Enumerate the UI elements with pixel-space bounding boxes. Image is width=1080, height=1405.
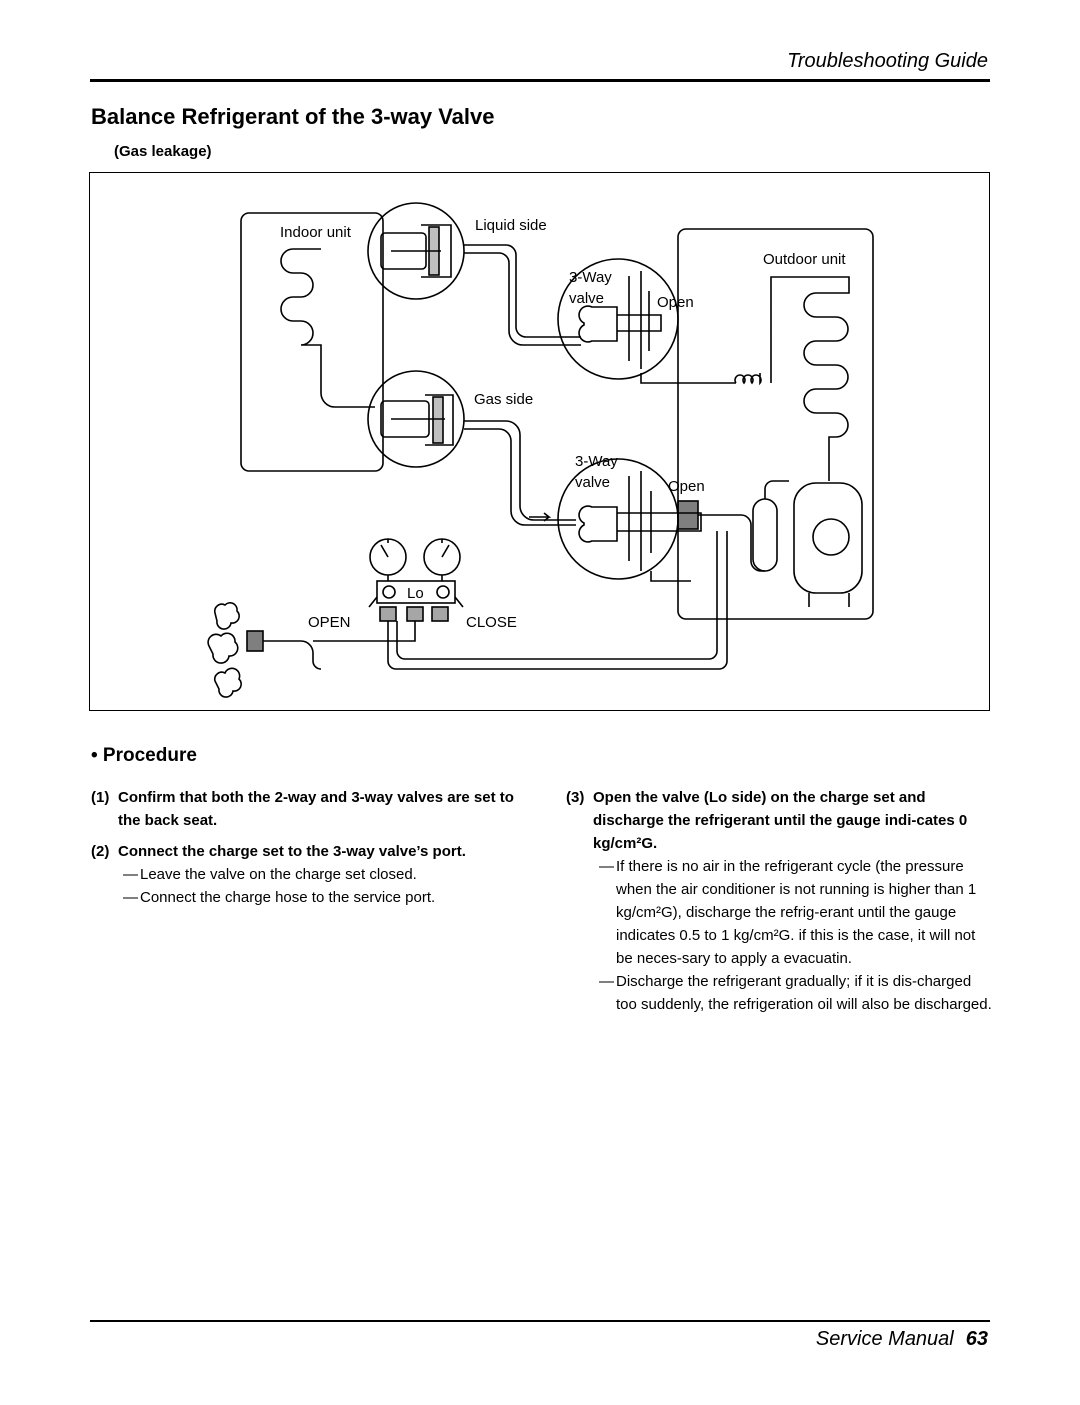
- step-number: (2): [91, 843, 110, 860]
- open-label-2: Open: [668, 478, 705, 495]
- gas-puff-3: [213, 667, 243, 698]
- open-label-1: Open: [657, 294, 694, 311]
- note-text: If there is no air in the refrigerant cy…: [616, 858, 977, 967]
- note-text: Connect the charge hose to the service p…: [140, 889, 436, 906]
- note-dash: —: [599, 858, 614, 875]
- section-header: Troubleshooting Guide: [787, 50, 988, 72]
- indoor-unit-label: Indoor unit: [280, 224, 352, 241]
- capillary-coil: [734, 373, 762, 386]
- outdoor-unit-box: [677, 228, 874, 620]
- outdoor-coil: [770, 276, 850, 481]
- step-number: (1): [91, 789, 110, 806]
- compressor: [793, 482, 863, 594]
- step-text: Connect the charge set to the 3-way valv…: [118, 843, 466, 860]
- footer-rule: [90, 1320, 990, 1322]
- note-dash: —: [123, 866, 138, 883]
- lo-label: Lo: [407, 585, 424, 602]
- procedure-heading: • Procedure: [91, 745, 197, 766]
- step-number: (3): [566, 789, 585, 806]
- note-dash: —: [599, 973, 614, 990]
- page-footer: Service Manual 63: [816, 1328, 988, 1351]
- indoor-unit-box: [240, 212, 384, 472]
- procedure-step: (1) Confirm that both the 2-way and 3-wa…: [91, 786, 521, 832]
- valve-label-2: valve: [575, 474, 610, 491]
- liquid-valve-magnifier: [367, 202, 465, 300]
- hose-fitting: [246, 630, 264, 652]
- charge-hose: [387, 531, 728, 670]
- page-number: 63: [965, 1328, 988, 1350]
- way-label-2: 3-Way: [575, 453, 618, 470]
- liquid-line: [464, 244, 581, 346]
- gas-puff-1: [213, 601, 241, 630]
- step-text: Open the valve (Lo side) on the charge s…: [593, 789, 968, 852]
- procedure-step: (3) Open the valve (Lo side) on the char…: [566, 786, 992, 855]
- gas-line: [464, 420, 576, 526]
- service-hose: [263, 621, 416, 670]
- diagram-subtitle: (Gas leakage): [114, 143, 212, 160]
- close-valve-label: CLOSE: [466, 614, 517, 631]
- step-note: — Connect the charge hose to the service…: [91, 886, 521, 909]
- liquid-3way-magnifier: [557, 258, 679, 380]
- gas-valve-magnifier: [367, 370, 465, 468]
- valve-label-1: valve: [569, 290, 604, 307]
- manifold: [376, 580, 456, 604]
- footer-label: Service Manual: [815, 1328, 954, 1350]
- step-note: — If there is no air in the refrigerant …: [566, 855, 992, 970]
- refrigerant-diagram: Indoor unit Liquid side Outdoor unit 3-W…: [89, 172, 990, 711]
- gas-puff-2: [207, 632, 239, 664]
- procedure-column-right: (3) Open the valve (Lo side) on the char…: [566, 786, 992, 1016]
- open-valve-label: OPEN: [308, 614, 351, 631]
- header-rule: [90, 79, 990, 82]
- step-note: — Leave the valve on the charge set clos…: [91, 863, 521, 886]
- step-note: — Discharge the refrigerant gradually; i…: [566, 970, 992, 1016]
- procedure-step: (2) Connect the charge set to the 3-way …: [91, 840, 521, 863]
- note-text: Discharge the refrigerant gradually; if …: [616, 973, 992, 1013]
- indoor-coil-top: [280, 248, 375, 408]
- page-title: Balance Refrigerant of the 3-way Valve: [91, 104, 495, 129]
- step-text: Confirm that both the 2-way and 3-way va…: [118, 789, 514, 829]
- gas-side-label: Gas side: [474, 391, 533, 408]
- accumulator: [752, 498, 778, 572]
- liquid-side-label: Liquid side: [475, 217, 547, 234]
- note-dash: —: [123, 889, 138, 906]
- outdoor-unit-label: Outdoor unit: [763, 251, 846, 268]
- way-label-1: 3-Way: [569, 269, 612, 286]
- note-text: Leave the valve on the charge set closed…: [140, 866, 417, 883]
- procedure-column-left: (1) Confirm that both the 2-way and 3-wa…: [91, 786, 521, 909]
